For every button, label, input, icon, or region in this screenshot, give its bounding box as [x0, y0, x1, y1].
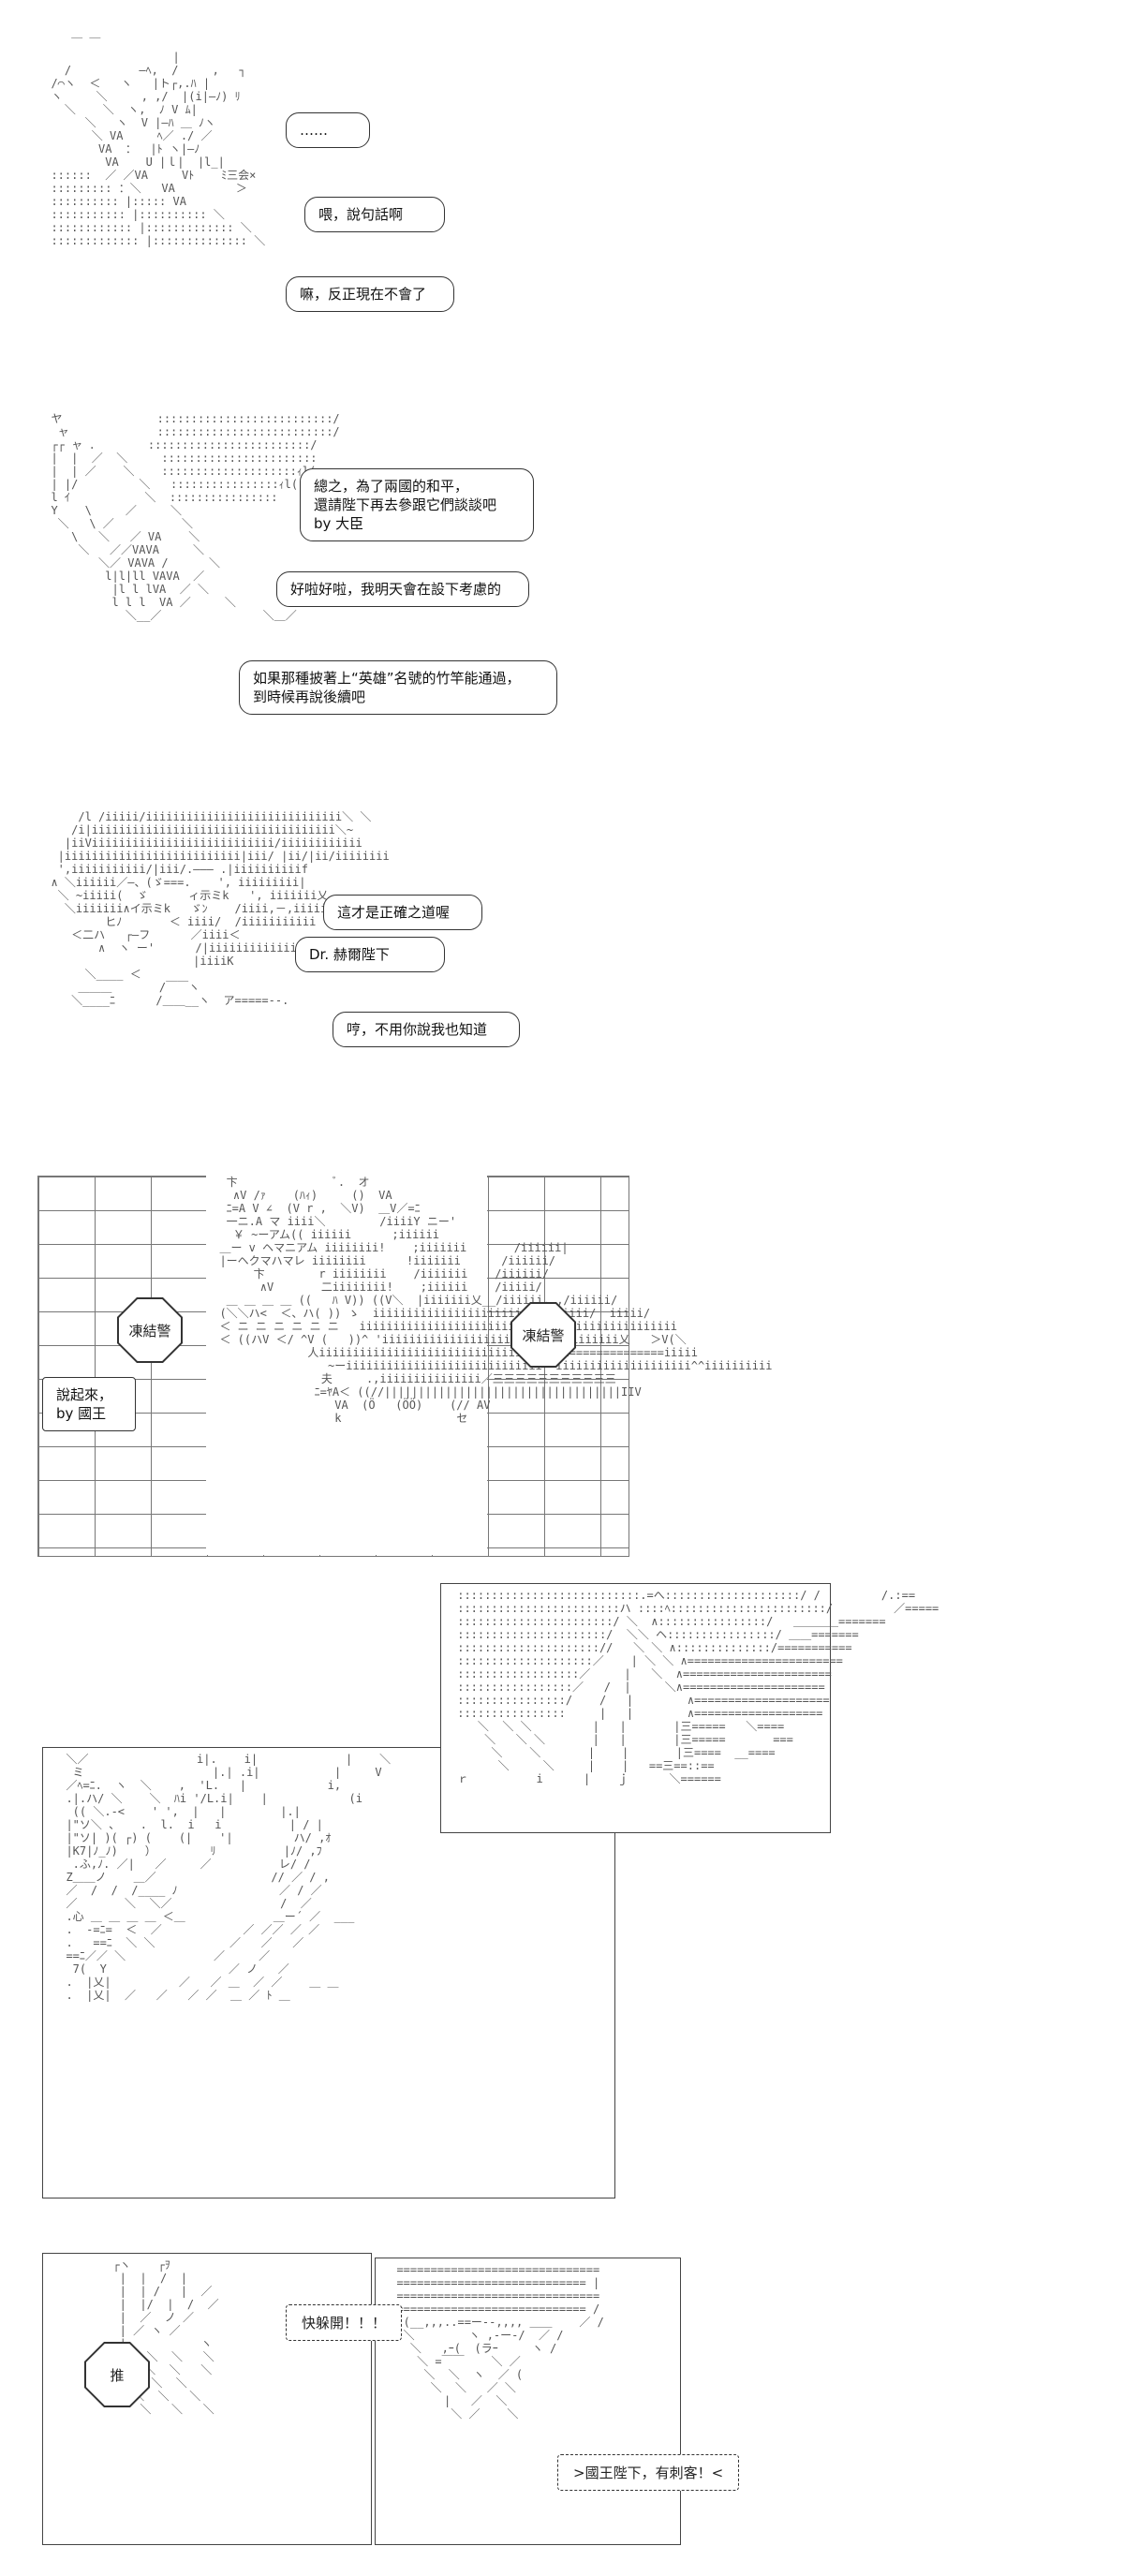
sign-label: 推 — [86, 2344, 148, 2406]
speech-bubble: Dr. 赫爾陛下 — [295, 937, 445, 972]
stop-sign-right: 凍結警 — [510, 1302, 576, 1368]
left-frame: ＼／ i|. i| | ＼ ミ |.| .i| | V ／ﾍ=ﾆ. ヽ ＼ , … — [42, 1747, 615, 2198]
speech-bubble: 喂，說句話啊 — [304, 197, 445, 232]
stop-sign: 推 — [84, 2342, 150, 2407]
ascii-art-scene: ============================== =========… — [396, 2263, 604, 2421]
stop-sign-left: 凍結警 — [117, 1297, 183, 1363]
exclamation-burst: 快躲開！！！ — [286, 2304, 403, 2341]
speech-bubble: 說起來， by 國王 — [42, 1377, 136, 1431]
speech-bubble: 這才是正確之道喔 — [323, 895, 482, 930]
speech-bubble: …… — [286, 112, 370, 148]
panel-6: ┌ヽ ┌ｦ | | / | | | / | ／ | |/ | / ／ | ／ ノ… — [37, 2253, 768, 2562]
panel-1: ￣ ￣ | / ―ﾍ, / , ┐ /⌒ヽ ＜ ヽ |ト┌,.ﾊ | ヽ ＼ ,… — [37, 37, 525, 375]
speech-bubble: 如果那種披著上“英雄”名號的竹竿能通過， 到時候再說後續吧 — [239, 660, 557, 715]
exclamation-burst: >國王陛下，有刺客！< — [557, 2454, 740, 2491]
speech-bubble: 好啦好啦，我明天會在設下考慮的 — [276, 571, 529, 607]
sign-label: 凍結警 — [512, 1304, 574, 1366]
speech-bubble: 總之，為了兩國的和平， 還請陛下再去參跟它們談談吧 by 大臣 — [300, 468, 534, 541]
panel-2: ヤ ::::::::::::::::::::::::::/ ャ ::::::::… — [37, 412, 562, 768]
central-figure-area — [206, 1176, 487, 1555]
sign-label: 凍結警 — [119, 1299, 181, 1361]
ascii-art-scene: :::::::::::::::::::::::::::.=へ::::::::::… — [457, 1589, 939, 1785]
panel-5: ＼／ i|. i| | ＼ ミ |.| .i| | V ／ﾍ=ﾆ. ヽ ＼ , … — [37, 1583, 939, 2258]
ascii-art-character: ヤ ::::::::::::::::::::::::::/ ャ ::::::::… — [51, 412, 340, 622]
ascii-art-scene: ＼／ i|. i| | ＼ ミ |.| .i| | V ／ﾍ=ﾆ. ヽ ＼ , … — [66, 1753, 392, 2002]
ascii-art-character: /l /iiiii/iiiiiiiiiiiiiiiiiiiiiiiiiiiii＼… — [51, 810, 390, 1007]
ascii-art-character: ￣ ￣ | / ―ﾍ, / , ┐ /⌒ヽ ＜ ヽ |ト┌,.ﾊ | ヽ ＼ ,… — [51, 37, 266, 247]
panel-4: 卞 ﾞ. オ ∧V /ｧ (ﾊｨ) () VA ﾆ=A V ∠ (V r , ＼… — [37, 1176, 772, 1560]
speech-bubble: 哼，不用你說我也知道 — [333, 1012, 520, 1047]
ascii-art-character: 卞 ﾞ. オ ∧V /ｧ (ﾊｨ) () VA ﾆ=A V ∠ (V r , ＼… — [219, 1176, 772, 1425]
speech-bubble: 嘛，反正現在不會了 — [286, 276, 454, 312]
panel-3: /l /iiiii/iiiiiiiiiiiiiiiiiiiiiiiiiiiii＼… — [37, 810, 525, 1129]
right-frame: ============================== =========… — [375, 2258, 681, 2545]
left-frame: ┌ヽ ┌ｦ | | / | | | / | ／ | |/ | / ／ | ／ ノ… — [42, 2253, 372, 2545]
right-frame: :::::::::::::::::::::::::::.=へ::::::::::… — [440, 1583, 939, 1833]
